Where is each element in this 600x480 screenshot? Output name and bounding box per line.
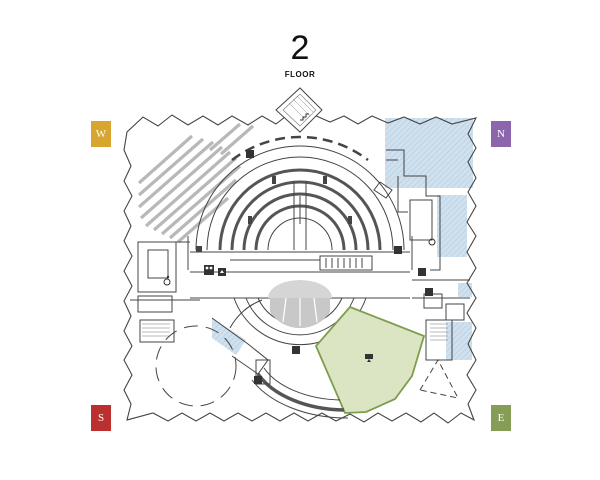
compass-north-badge: N	[491, 121, 511, 147]
compass-west-letter: W	[95, 128, 107, 140]
highlighted-room[interactable]	[314, 305, 426, 414]
west-service-block	[130, 241, 200, 343]
compass-west-badge: W	[91, 121, 111, 147]
elevator-icon-east	[425, 288, 433, 296]
stairs-icon	[300, 113, 309, 121]
elevator-icon-south	[292, 346, 300, 354]
building-outline	[123, 112, 478, 424]
elevator-icon-north	[394, 246, 402, 254]
compass-south-badge: S	[91, 405, 111, 431]
south-area	[155, 299, 349, 419]
east-triangle-room	[419, 358, 459, 399]
floor-number: 2	[290, 29, 310, 67]
compass-east-badge: E	[491, 405, 511, 431]
accessible-icon	[163, 275, 171, 286]
restroom-icon-east	[418, 268, 426, 276]
east-service-block	[412, 297, 470, 361]
compass-east-letter: E	[497, 412, 505, 424]
hatched-area-north-strip	[458, 283, 472, 297]
hatched-area-east-lower	[446, 322, 472, 360]
restroom-icon-north	[246, 150, 254, 158]
north-east-rooms	[373, 149, 470, 309]
hatched-area-north-column	[437, 195, 467, 257]
hatched-area-west-wedge	[212, 318, 246, 355]
compass-north-letter: N	[497, 128, 505, 140]
hatched-area-north-east	[385, 118, 473, 188]
restroom-icon	[204, 265, 214, 275]
bleacher-rows	[137, 122, 255, 244]
stair-tower	[275, 87, 323, 133]
elevator-icon	[218, 268, 226, 276]
compass-south-letter: S	[97, 412, 105, 424]
accessible-icon-east	[428, 238, 436, 246]
restroom-icon-south	[254, 376, 262, 384]
floor-label: FLOOR	[284, 70, 316, 79]
highlighted-room-marker	[365, 354, 373, 359]
